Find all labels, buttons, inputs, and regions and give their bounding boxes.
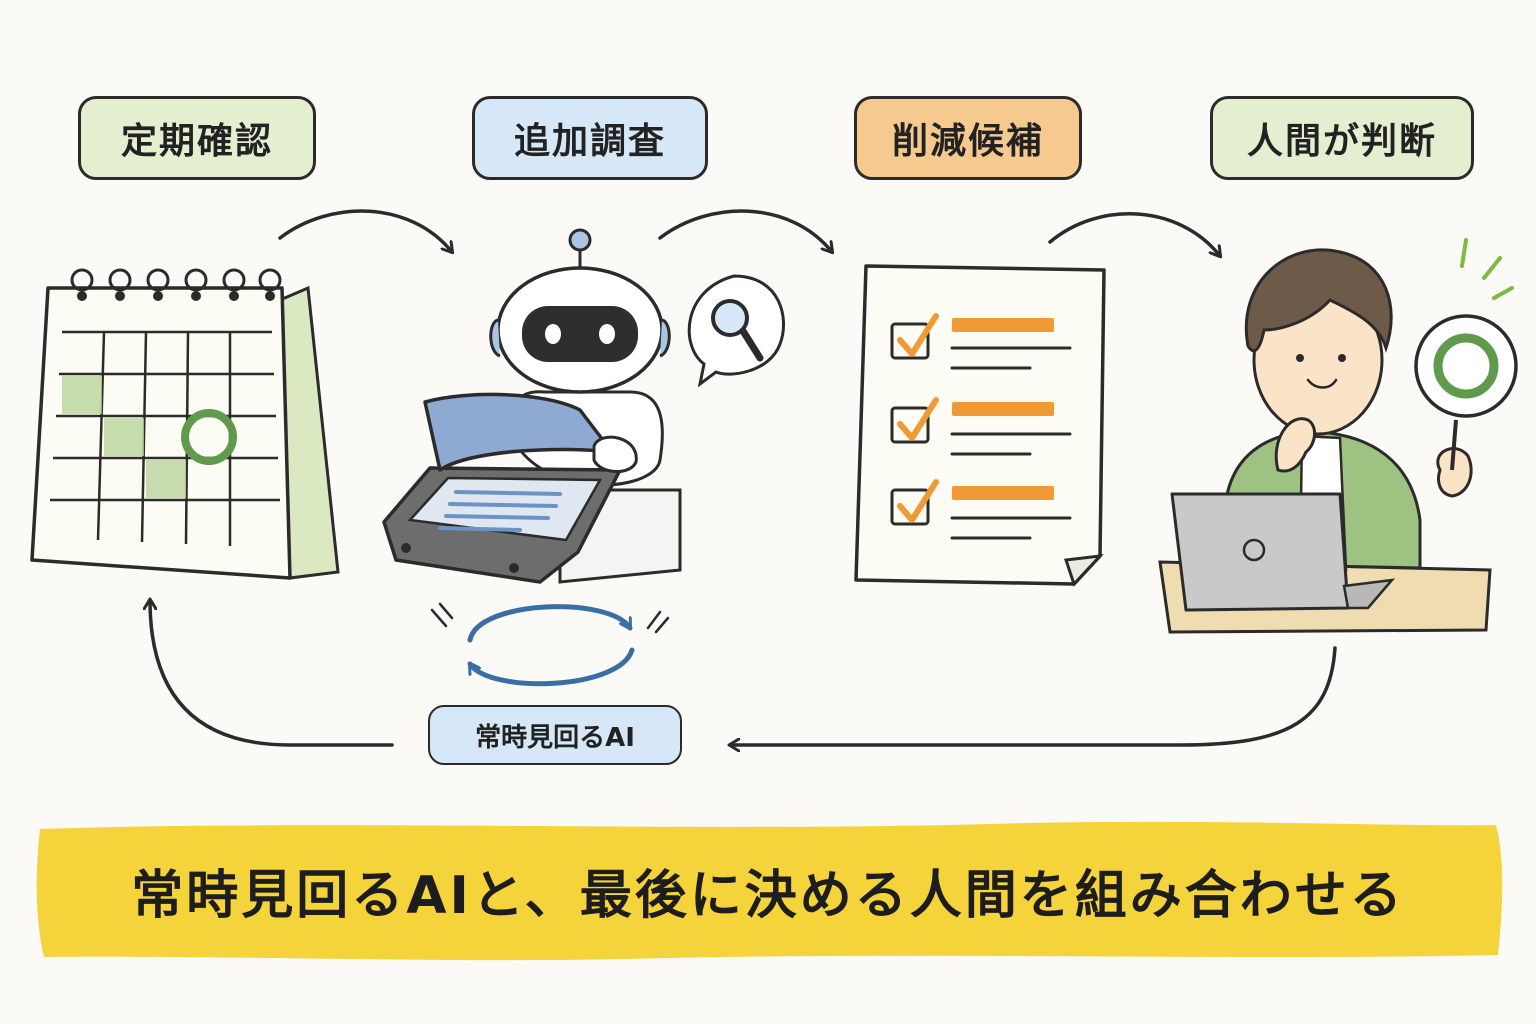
checklist-document-icon	[854, 264, 1106, 587]
arrow-step3-to-step4	[1048, 212, 1220, 256]
robot-scanner-icon	[382, 228, 682, 584]
arrow-return-to-ai	[730, 646, 1337, 745]
step-label-2-text: 追加調査	[513, 121, 666, 162]
person-laptop-icon	[1158, 248, 1492, 634]
step-label-1-text: 定期確認	[120, 121, 273, 162]
loop-label-text: 常時見回るAI	[475, 722, 635, 753]
summary-banner: 常時見回るAIと、最後に決める人間を組み合わせる	[26, 815, 1510, 965]
step-label-1: 定期確認	[78, 96, 316, 180]
step-label-4: 人間が判断	[1210, 96, 1474, 180]
cycle-arrows-icon	[430, 602, 670, 687]
approval-sign-icon	[1414, 238, 1518, 471]
calendar-icon	[30, 268, 340, 580]
loop-label: 常時見回るAI	[428, 705, 682, 765]
banner-text: 常時見回るAIと、最後に決める人間を組み合わせる	[131, 865, 1405, 926]
step-label-3: 削減候補	[854, 96, 1082, 180]
arrow-step1-to-step2	[278, 209, 452, 252]
arrow-step2-to-step3	[658, 209, 832, 252]
step-label-2: 追加調査	[472, 96, 708, 180]
magnifier-icon	[687, 274, 785, 388]
banner-background	[36, 821, 1503, 961]
arrow-ai-to-calendar	[150, 600, 394, 747]
step-label-3-text: 削減候補	[891, 121, 1044, 162]
step-label-4-text: 人間が判断	[1246, 121, 1437, 162]
